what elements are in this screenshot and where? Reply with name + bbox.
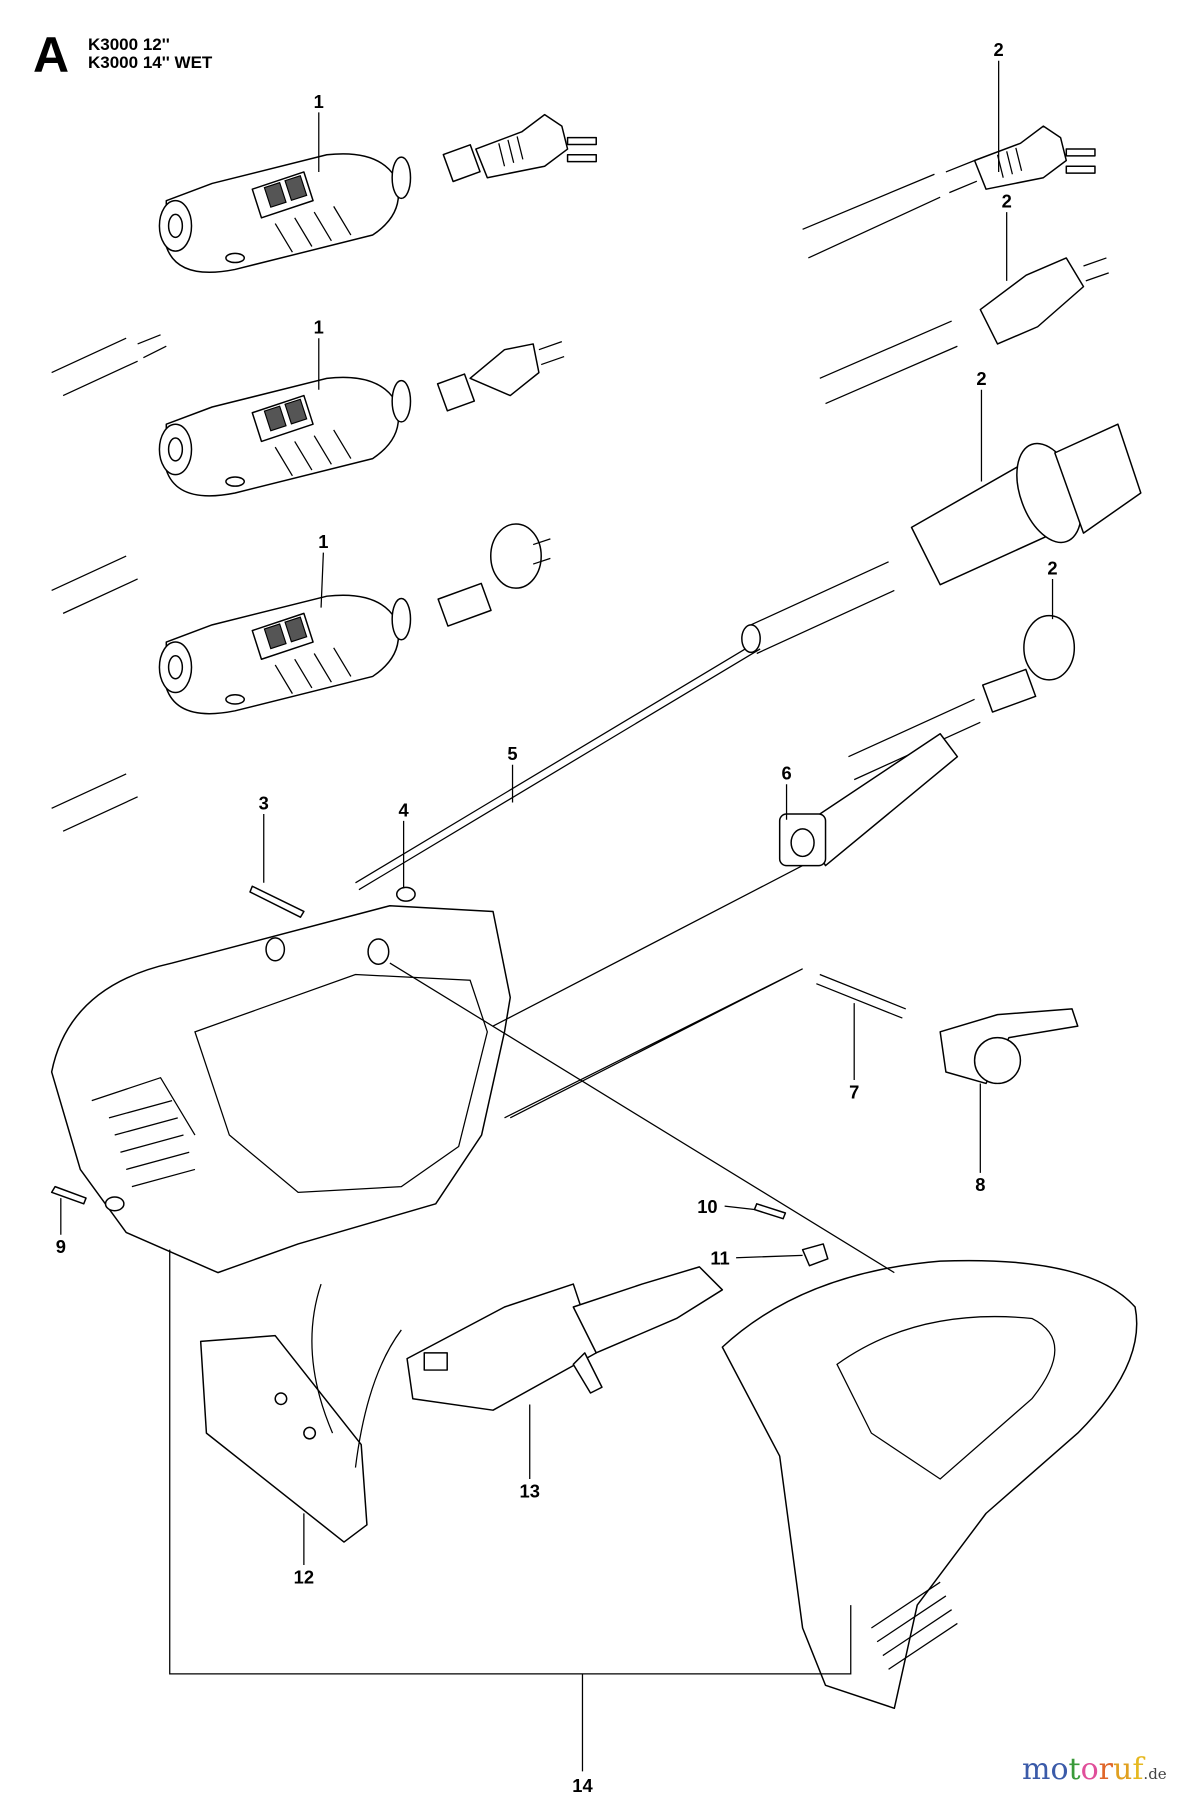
callout-2: 2 — [976, 368, 986, 389]
callout-12: 12 — [294, 1566, 314, 1587]
callout-1: 1 — [314, 317, 324, 338]
callout-11: 11 — [710, 1248, 729, 1269]
callout-1: 1 — [314, 91, 324, 112]
callout-3: 3 — [259, 792, 269, 813]
cord-guard — [778, 733, 959, 867]
power-cord-euro — [802, 125, 1096, 259]
model-list: K3000 12'' K3000 14'' WET — [88, 36, 212, 72]
callout-13: 13 — [520, 1480, 540, 1501]
cover-plate — [199, 1283, 402, 1543]
trigger-switch — [406, 1266, 724, 1411]
watermark-letter: f — [1132, 1752, 1144, 1787]
rear-handle — [721, 1259, 1138, 1710]
callout-4: 4 — [399, 799, 410, 820]
watermark-letter: o — [1050, 1752, 1069, 1787]
tie-rod — [355, 641, 761, 891]
callout-6: 6 — [781, 763, 791, 784]
callout-8: 8 — [975, 1174, 985, 1195]
leader-lines — [60, 60, 1054, 1772]
clip — [801, 1243, 829, 1267]
gfci-cord-3 — [51, 523, 551, 832]
washer — [395, 886, 416, 902]
watermark-letter: r — [1098, 1752, 1113, 1787]
callout-9: 9 — [56, 1236, 66, 1257]
spring — [816, 973, 907, 1019]
screw-9 — [50, 1185, 87, 1205]
watermark-suffix: .de — [1143, 1765, 1167, 1783]
model-name: K3000 12'' — [88, 35, 170, 54]
callout-2: 2 — [994, 39, 1004, 60]
watermark-letter: o — [1080, 1752, 1099, 1787]
power-cord-us — [819, 257, 1109, 405]
motor-housing-half — [50, 904, 511, 1274]
callout-labels: 1 1 1 2 2 2 2 3 4 5 6 7 8 9 10 11 12 13 … — [56, 39, 1058, 1796]
section-letter: A — [33, 27, 70, 83]
callout-5: 5 — [507, 743, 517, 764]
model-name: K3000 14'' WET — [88, 53, 213, 72]
power-cord-uk — [848, 614, 1076, 781]
watermark-letter: u — [1112, 1752, 1133, 1787]
callout-14: 14 — [572, 1775, 593, 1796]
callout-10: 10 — [697, 1196, 717, 1217]
switch-lever — [939, 1008, 1079, 1085]
screw-3 — [249, 885, 305, 918]
watermark-text: motoruf — [1022, 1752, 1143, 1787]
watermark-letter: t — [1068, 1752, 1081, 1787]
callout-2: 2 — [1002, 191, 1012, 212]
watermark-letter: m — [1022, 1752, 1051, 1787]
gfci-cord-2 — [51, 341, 565, 614]
watermark-logo: motoruf.de — [1022, 1752, 1167, 1787]
screw-10 — [753, 1203, 787, 1220]
callout-7: 7 — [849, 1081, 859, 1102]
callout-1: 1 — [318, 531, 328, 552]
callout-2: 2 — [1047, 557, 1057, 578]
rod-end — [741, 624, 761, 654]
gfci-cord-1 — [51, 113, 597, 397]
power-cord-industrial — [750, 423, 1142, 655]
